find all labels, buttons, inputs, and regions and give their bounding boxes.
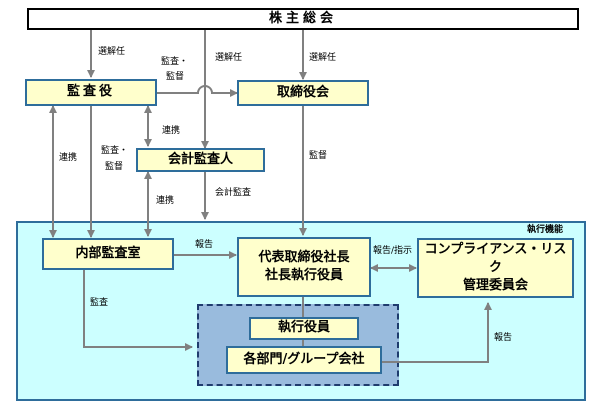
label-elect-accounting-auditor: 選解任 [215, 53, 243, 63]
label-supervise-board: 監督 [309, 151, 328, 161]
label-report-internal: 報告 [195, 240, 214, 250]
executive-officers-box: 執行役員 [249, 317, 359, 340]
label-audit-supervise-mid-2: 監督 [105, 162, 124, 172]
label-audit-supervise-top-2: 監督 [166, 72, 185, 82]
auditor-box: 監査役 [25, 79, 157, 106]
president-box: 代表取締役社長 社長執行役員 [237, 237, 371, 297]
label-audit-supervise-top-1: 監査・ [161, 57, 189, 67]
departments-group-companies-box: 各部門/グループ会社 [226, 346, 382, 374]
accounting-auditor-box: 会計監査人 [136, 148, 265, 172]
compliance-title-line2: 管理委員会 [462, 278, 528, 294]
shareholders-meeting-box: 株主総会 [27, 8, 579, 30]
board-of-directors-box: 取締役会 [237, 80, 369, 106]
label-coop-left: 連携 [59, 153, 78, 163]
executive-function-label: 執行機能 [527, 225, 564, 235]
label-elect-board: 選解任 [309, 53, 337, 63]
label-report-instruct: 報告/指示 [373, 246, 413, 256]
label-elect-auditor: 選解任 [98, 47, 126, 57]
label-audit-supervise-mid-1: 監査・ [101, 146, 129, 156]
label-audit-internal: 監査 [90, 298, 109, 308]
label-report-compliance: 報告 [494, 333, 513, 343]
president-title-line1: 代表取締役社長 [258, 249, 350, 265]
label-coop-internal-accounting: 連携 [156, 196, 175, 206]
internal-audit-office-box: 内部監査室 [42, 238, 174, 270]
label-coop-auditor-accounting: 連携 [162, 126, 181, 136]
label-accounting-audit: 会計監査 [215, 188, 252, 198]
president-title-line2: 社長執行役員 [264, 268, 343, 283]
compliance-risk-committee-box: コンプライアンス・リスク 管理委員会 [417, 238, 574, 298]
compliance-title-line1: コンプライアンス・リスク [424, 241, 567, 275]
